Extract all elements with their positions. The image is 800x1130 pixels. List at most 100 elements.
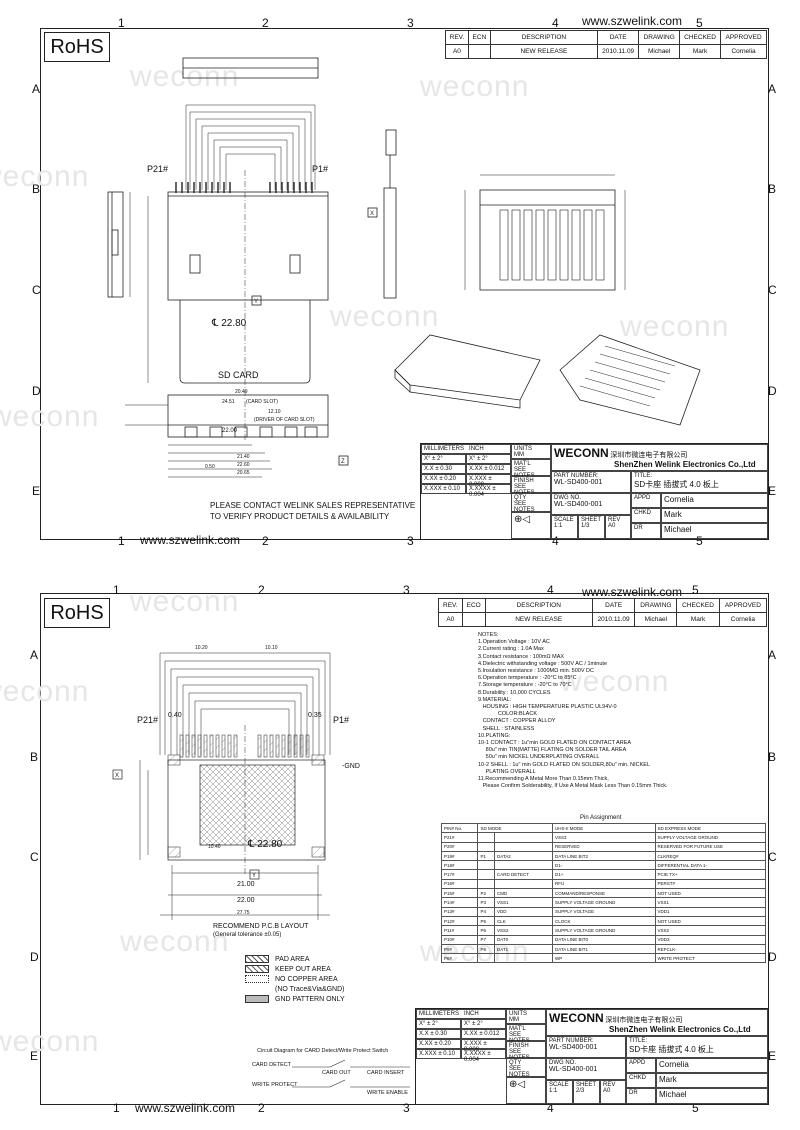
- note-line: Please Confirm Solderability, If Use A M…: [478, 783, 668, 790]
- row-letter: B: [768, 750, 777, 764]
- pin-cell: P17#: [440, 869, 479, 880]
- pin-cell: CLKREQ#: [654, 850, 767, 862]
- note-line: 8.Durability : 10,000 CYCLES: [478, 689, 551, 696]
- datum-x-label: X: [115, 773, 119, 779]
- company-logo: WECONN: [554, 446, 609, 460]
- sd-card-label: SD CARD: [218, 370, 259, 380]
- company-en: ShenZhen Welink Electronics Co.,Ltd: [614, 460, 756, 469]
- row-letter: A: [768, 648, 777, 662]
- dwg-cell: DWG NO.WL-SD400-001: [551, 493, 631, 515]
- matl-label: MAT'L: [509, 1026, 526, 1032]
- dim-label: 20.65: [237, 470, 250, 476]
- tol-cell: X.X ± 0.30: [416, 1029, 461, 1039]
- matl-label: MAT'L: [514, 461, 531, 467]
- title-label: TITLE:: [629, 1038, 648, 1044]
- circuit-diagram: Circuit Diagram for CARD Detect/Write Pr…: [252, 1048, 417, 1120]
- note-line: 7.Storage temperature : -20°C to 70°C: [478, 682, 572, 689]
- tol-cell: X° ± 2°: [461, 1019, 506, 1029]
- note-line: CONTACT : COPPER ALLOY: [478, 718, 556, 725]
- rev-value: A0: [608, 523, 616, 529]
- pin-cell: D1+: [551, 869, 656, 880]
- row-letter: D: [768, 950, 777, 964]
- column-number: 4: [552, 534, 559, 548]
- legend-label: NO COPPER AREA: [275, 976, 338, 983]
- column-number: 5: [692, 1101, 699, 1115]
- pin-cell: REFCLK-: [654, 943, 767, 955]
- site-url[interactable]: www.szwelink.com: [582, 585, 683, 599]
- drawing-sheet-2: www.szwelink.com www.szwelink.com 1 2 3 …: [0, 565, 800, 1130]
- pin-cell: P18#: [440, 860, 479, 871]
- row-letter: B: [30, 750, 39, 764]
- dwg-value: WL-SD400-001: [549, 1066, 598, 1073]
- tol-head: MILLIMETERS INCH: [421, 444, 511, 454]
- site-url-bottom[interactable]: www.szwelink.com: [135, 1101, 236, 1115]
- column-number: 3: [403, 1101, 410, 1115]
- row-letter: D: [768, 384, 777, 398]
- pin-cell: DAT0: [493, 934, 553, 945]
- pin-cell: [477, 832, 495, 843]
- pin-cell: RESERVED FOR FUTURE USE: [654, 841, 767, 852]
- pin-table-header: PIN# No.: [440, 822, 479, 834]
- pin-cell: VDD: [493, 906, 553, 917]
- connector-drawing: Y Z X: [107, 57, 701, 478]
- pin-cell: DATA LINE BIT2: [551, 850, 656, 862]
- legend-item: PAD AREA: [245, 955, 345, 965]
- note-line: 1.Operation Voltage : 10V AC: [478, 639, 550, 646]
- rev-cell: [467, 44, 491, 59]
- pin-label-right: P1#: [312, 164, 329, 174]
- qty-label: QTY: [509, 1060, 522, 1066]
- dim-label: 0.40: [168, 712, 182, 719]
- datum-z-label: Z: [341, 459, 345, 465]
- pin-cell: P10#: [440, 934, 479, 945]
- pin-cell: PERST#: [654, 878, 767, 890]
- card-width-label: ℄ 22.80: [212, 318, 246, 329]
- table-row: P18#D1-DIFFERENTIAL DATA 1-: [440, 860, 767, 871]
- dim-label: 22.00: [222, 428, 238, 434]
- dim-label: 24.51: [222, 399, 235, 405]
- legend-label: GND PATTERN ONLY: [275, 996, 345, 1003]
- rev-label: REV: [608, 517, 621, 523]
- pin-cell: SUPPLY VOLTAGE GROUND: [654, 832, 767, 843]
- pin-cell: DIFFERENTIAL DATA 1-: [654, 860, 767, 871]
- circuit-label: WRITE PROTECT: [252, 1082, 298, 1088]
- site-url-bottom[interactable]: www.szwelink.com: [140, 533, 241, 547]
- note-line: 4.Dielectric withstanding voltage : 500V…: [478, 660, 608, 667]
- tol-cell: X.X ± 0.30: [421, 464, 466, 474]
- site-url[interactable]: www.szwelink.com: [582, 14, 683, 28]
- note-line: 10.PLATING:: [478, 732, 511, 739]
- pin-cell: P16#: [440, 878, 479, 890]
- pin-cell: P6: [477, 925, 495, 936]
- datum-y-label: Y: [254, 299, 258, 305]
- sheet-label: SHEET: [576, 1082, 597, 1088]
- tol-cell: X.XX ± 0.20: [421, 474, 466, 484]
- pad-swatch: [245, 955, 269, 964]
- column-number: 4: [547, 583, 554, 597]
- pin-cell: VSS3: [551, 832, 656, 843]
- pin-table-header: SD MODE: [477, 822, 553, 834]
- pin-label-left: P21#: [147, 164, 169, 174]
- legend-label: KEEP OUT AREA: [275, 966, 331, 973]
- card-width-value: 22.80: [257, 839, 283, 850]
- circuit-label: CARD INSERT: [367, 1070, 405, 1076]
- card-width-label: ℄ 22.80: [248, 839, 282, 850]
- pin-assignment-title: Pin Assignment: [580, 815, 622, 821]
- part-value: WL-SD400-001: [549, 1044, 598, 1051]
- pin-cell: [493, 860, 553, 871]
- pin-cell: P7: [477, 934, 495, 945]
- dim-label: 10.40: [208, 844, 221, 850]
- pin-cell: P8#: [440, 953, 479, 964]
- dr-label: DR: [631, 523, 661, 539]
- company-logo: WECONN: [549, 1011, 604, 1025]
- units-label: UNITS: [509, 1011, 527, 1017]
- pin-cell: NOT USED: [654, 888, 767, 899]
- rohs-badge: RoHS: [44, 598, 110, 628]
- pin-cell: VDD1: [654, 906, 767, 917]
